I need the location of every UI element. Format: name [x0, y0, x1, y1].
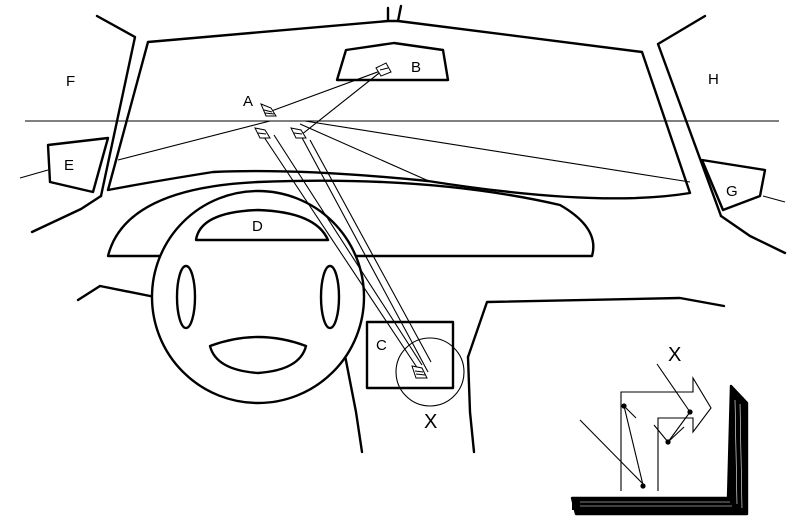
label-e: E [64, 157, 74, 174]
label-h: H [708, 71, 719, 88]
label-b: B [411, 59, 421, 76]
label-g: G [726, 183, 738, 200]
right-side-mirror [700, 158, 767, 212]
left-side-mirror [46, 136, 110, 194]
label-d: D [252, 218, 263, 235]
left-door-edge [76, 284, 157, 302]
console-right [466, 355, 476, 454]
block-arrow-icon [620, 376, 712, 491]
left-pillar-lower [30, 194, 103, 234]
left-mirror-stalk [19, 169, 49, 179]
label-c: C [376, 337, 387, 354]
label-x-main: X [424, 411, 437, 433]
label-f: F [66, 73, 75, 90]
label-x-inset: X [668, 344, 681, 366]
right-pillar-lower [719, 214, 787, 255]
label-a: A [243, 93, 253, 110]
console-top-right [466, 296, 726, 359]
inset-detail [570, 363, 749, 516]
right-mirror-stalk [762, 195, 786, 203]
rearview-mirror [335, 41, 450, 82]
windshield [106, 4, 692, 200]
focus-circle [395, 337, 465, 407]
left-pillar [95, 14, 137, 198]
display-screen [365, 320, 455, 390]
right-pillar [656, 14, 723, 218]
sight-lines [117, 65, 691, 373]
steering-wheel [150, 189, 366, 405]
dashboard [106, 179, 595, 258]
arrow-glyph-icon [254, 62, 428, 379]
console-left [340, 338, 364, 454]
